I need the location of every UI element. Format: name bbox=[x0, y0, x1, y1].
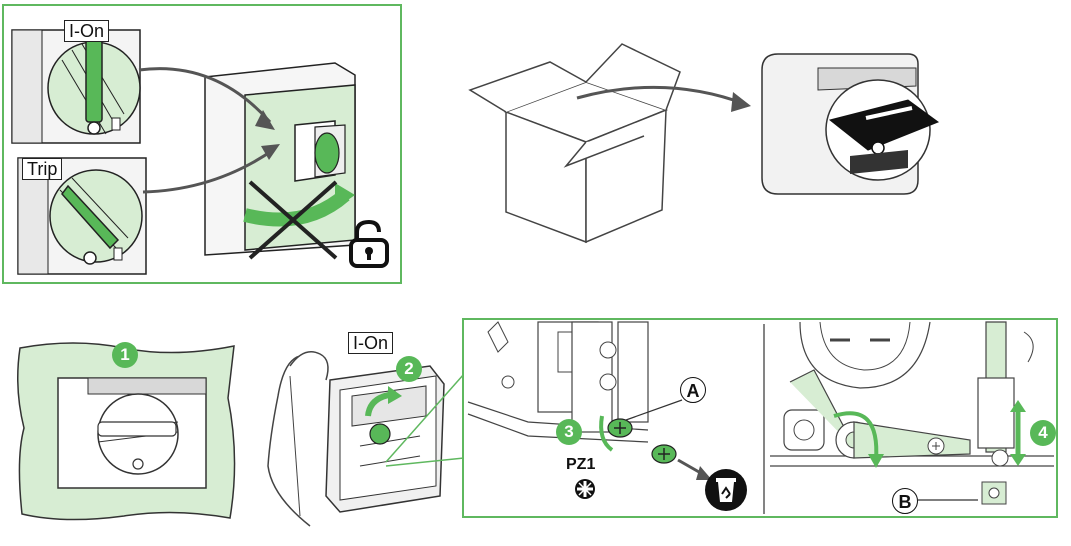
step-1-badge: 1 bbox=[112, 342, 138, 368]
open-box-icon bbox=[468, 43, 681, 244]
screw-icon bbox=[599, 415, 677, 464]
on-label-2: I-On bbox=[348, 332, 394, 354]
step-4-badge: 4 bbox=[1030, 420, 1056, 446]
handle-on-icon bbox=[11, 29, 141, 144]
trip-label: Trip bbox=[22, 158, 63, 180]
hand-icon bbox=[267, 351, 445, 527]
unlocked-padlock-icon bbox=[349, 219, 389, 268]
callout-b-line bbox=[918, 499, 978, 501]
mechanism-right-icon bbox=[770, 321, 1054, 505]
mechanism-left-icon bbox=[467, 321, 649, 443]
divider bbox=[763, 324, 765, 514]
arrow-icon bbox=[138, 67, 280, 194]
step-2-badge: 2 bbox=[396, 356, 422, 382]
callout-a-line bbox=[625, 399, 683, 421]
callout-b: B bbox=[892, 488, 918, 514]
arrow-icon bbox=[576, 85, 751, 112]
tool-label: PZ1 bbox=[566, 456, 596, 473]
recycle-icon bbox=[705, 469, 747, 511]
step-3-badge: 3 bbox=[556, 419, 582, 445]
on-label: I-On bbox=[64, 20, 110, 42]
callout-a: A bbox=[680, 377, 706, 403]
forbidden-cross-icon bbox=[248, 180, 338, 260]
rotary-handle-product-icon bbox=[761, 53, 940, 195]
zoom-connector bbox=[385, 373, 465, 467]
handle-trip-icon bbox=[17, 157, 147, 275]
screwdriver-pz-icon bbox=[575, 479, 595, 499]
arrow-icon bbox=[677, 458, 712, 480]
